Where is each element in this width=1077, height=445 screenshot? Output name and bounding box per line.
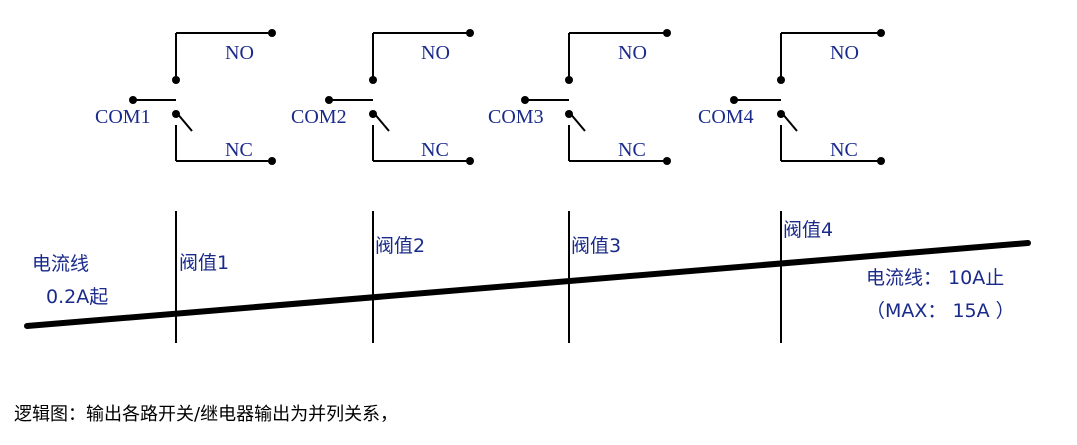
relay-3-com-label: COM3 bbox=[488, 106, 544, 128]
relay-3 bbox=[525, 32, 667, 162]
relay-threshold-diagram: NO COM1 NC NO COM2 NC NO COM3 NC bbox=[24, 29, 1031, 343]
threshold-markers bbox=[175, 211, 782, 343]
relay-1-com-label: COM1 bbox=[95, 106, 151, 128]
threshold-1-label: 阀值1 bbox=[179, 252, 229, 274]
relay-4-nc-label: NC bbox=[830, 139, 858, 161]
threshold-4-label: 阀值4 bbox=[783, 219, 833, 241]
relay-1-nc-label: NC bbox=[225, 139, 253, 161]
relay-3-no-label: NO bbox=[618, 42, 647, 64]
relay-4-com-label: COM4 bbox=[698, 106, 754, 128]
threshold-3-label: 阀值3 bbox=[571, 235, 621, 257]
relay-2-contacts bbox=[325, 29, 474, 165]
start-label-title: 电流线 bbox=[32, 253, 89, 275]
end-label-title: 电流线： 10A止 bbox=[866, 267, 1004, 289]
relay-2-nc-label: NC bbox=[421, 139, 449, 161]
relay-1-no-label: NO bbox=[225, 42, 254, 64]
relay-4-contacts bbox=[730, 29, 885, 165]
relay-3-nc-label: NC bbox=[618, 139, 646, 161]
relay-4-no-label: NO bbox=[830, 42, 859, 64]
current-ramp-line bbox=[24, 240, 1031, 329]
start-label-value: 0.2A起 bbox=[46, 286, 108, 308]
end-label-max: （MAX： 15A ） bbox=[866, 300, 1015, 322]
relay-1-contacts bbox=[129, 29, 276, 165]
relay-2-com-label: COM2 bbox=[291, 106, 347, 128]
relay-4 bbox=[734, 32, 881, 162]
threshold-2-label: 阀值2 bbox=[375, 235, 425, 257]
relay-3-contacts bbox=[521, 29, 671, 165]
caption: 逻辑图：输出各路开关/继电器输出为并列关系， bbox=[14, 404, 399, 425]
relay-2-no-label: NO bbox=[421, 42, 450, 64]
